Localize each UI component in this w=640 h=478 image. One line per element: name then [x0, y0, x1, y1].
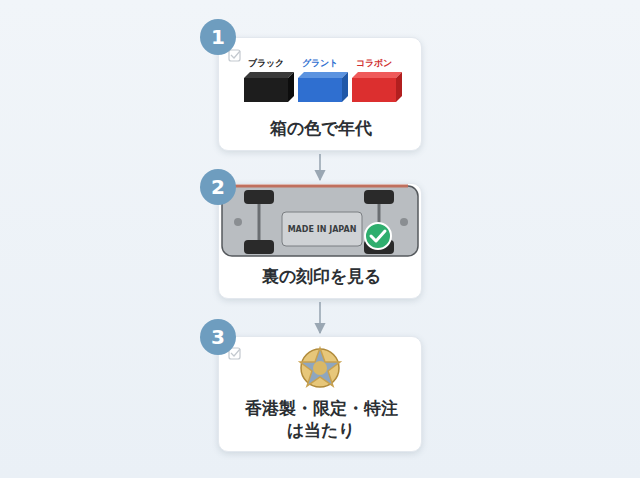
step-card: 箱の色で年代 [218, 37, 422, 151]
step-title: 箱の色で年代 [227, 117, 415, 139]
star-badge [300, 348, 340, 387]
flow-arrow [319, 302, 321, 333]
stamp-text: MADE IN JAPAN [288, 225, 357, 234]
step-number-text: 2 [211, 177, 225, 197]
step-card: 裏の刻印を見る [218, 183, 422, 299]
step-number: 1 [200, 19, 236, 55]
step-title: 裏の刻印を見る [227, 265, 415, 287]
box-color-label: ブラック [248, 57, 284, 70]
step-card: 香港製・限定・特注 は当たり [218, 336, 422, 452]
box-cubes [244, 72, 402, 102]
step-number-text: 3 [211, 327, 225, 347]
box-color-label: グラント [302, 57, 338, 70]
step-number-text: 1 [211, 27, 225, 47]
step-number: 3 [200, 319, 236, 355]
box-color-label: コラボン [356, 57, 392, 70]
flow-arrow [319, 154, 321, 180]
step-title: 香港製・限定・特注 は当たり [241, 397, 401, 441]
step-number: 2 [200, 169, 236, 205]
car-underside [222, 186, 418, 256]
